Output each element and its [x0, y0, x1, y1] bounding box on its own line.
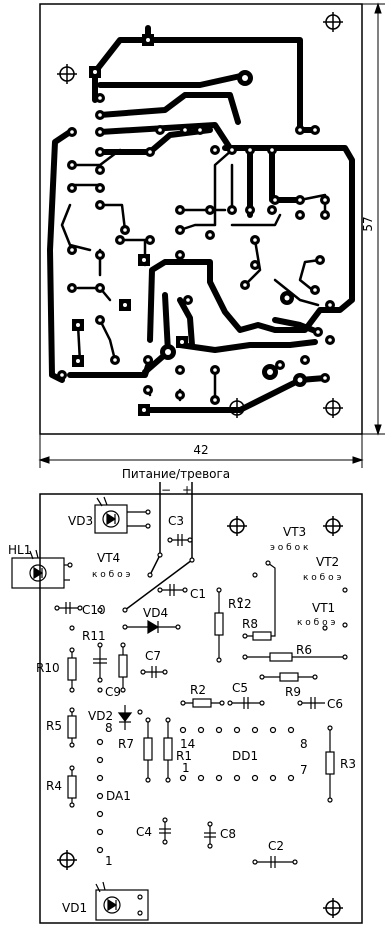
label-c3: C3	[168, 514, 184, 528]
label-r4: R4	[46, 779, 62, 793]
dd1-pin14: 14	[180, 737, 195, 751]
label-r5: R5	[46, 719, 62, 733]
r5-resistor	[67, 707, 77, 748]
c1-capacitor	[157, 584, 188, 596]
label-r10: R10	[36, 661, 60, 675]
label-r6: R6	[296, 643, 312, 657]
label-c9: C9	[105, 685, 121, 699]
r8-resistor	[242, 562, 276, 641]
connector-leads	[124, 482, 193, 611]
pcb-outline-bottom	[39, 493, 363, 924]
r1-resistor	[163, 717, 173, 783]
label-r11: R11	[82, 629, 106, 643]
connector-title: Питание/тревога	[122, 467, 230, 481]
vt1-pins: к о б о э	[297, 618, 335, 628]
label-r1: R1	[176, 749, 192, 763]
pcb-outline-top	[39, 3, 363, 435]
da1-ic-pads	[96, 738, 104, 854]
c2-capacitor	[252, 856, 298, 868]
c6-capacitor	[297, 697, 325, 709]
da1-pin8: 8	[105, 721, 113, 735]
vd1-led	[95, 881, 149, 921]
label-vt4: VT4	[97, 551, 120, 565]
c10-capacitor	[54, 602, 83, 614]
r4-resistor	[67, 765, 77, 808]
label-hl1: HL1	[8, 543, 31, 557]
vd4-diode	[122, 619, 181, 635]
c9-capacitor	[93, 642, 107, 683]
label-vt2: VT2	[316, 555, 339, 569]
label-r2: R2	[190, 683, 206, 697]
label-vd4: VD4	[143, 606, 168, 620]
r3-resistor	[325, 725, 335, 803]
label-r9: R9	[285, 685, 301, 699]
c5-capacitor	[227, 697, 265, 709]
label-vt1: VT1	[312, 601, 335, 615]
dimension-height-label: 57	[361, 216, 375, 231]
vt4-pins: к о б о э	[92, 570, 130, 580]
copper-pads	[57, 34, 335, 416]
mounting-holes-bottom	[57, 516, 343, 918]
pcb-copper-view: 57 42	[38, 2, 385, 468]
c7-capacitor	[140, 666, 168, 678]
hl1-led	[11, 549, 73, 589]
connector-plus: +	[182, 483, 192, 497]
vd3-led	[94, 496, 151, 534]
r6-resistor	[242, 652, 348, 662]
vt3-pins: э о б о к	[270, 543, 309, 553]
label-da1: DA1	[106, 789, 131, 803]
r2-resistor	[180, 698, 225, 708]
r9-resistor	[259, 672, 318, 682]
r7-resistor	[143, 717, 153, 783]
dimension-height	[362, 2, 385, 436]
label-r8: R8	[242, 617, 258, 631]
label-r3: R3	[340, 757, 356, 771]
c8-capacitor	[204, 821, 216, 849]
label-dd1: DD1	[232, 749, 258, 763]
vt2-pins: к о б о э	[303, 573, 341, 583]
label-vd1: VD1	[62, 901, 87, 915]
c3-capacitor	[167, 534, 193, 546]
misc-pads	[69, 552, 348, 715]
label-vd2: VD2	[88, 709, 113, 723]
r12-resistor	[214, 587, 224, 663]
label-c7: C7	[145, 649, 161, 663]
label-c2: C2	[268, 839, 284, 853]
r10-resistor	[67, 647, 77, 693]
dd1-pin1: 1	[182, 761, 190, 775]
label-c5: C5	[232, 681, 248, 695]
dd1-pin7: 7	[300, 763, 308, 777]
label-vt3: VT3	[283, 525, 306, 539]
c4-capacitor	[159, 817, 171, 845]
pcb-component-view: Питание/тревога − + VD3	[8, 467, 363, 924]
label-c10: C10	[82, 603, 106, 617]
da1-pin1: 1	[105, 854, 113, 868]
dimension-width	[38, 434, 364, 468]
dimension-width-label: 42	[193, 443, 208, 457]
mounting-holes-top	[57, 12, 343, 418]
label-r12: R12	[228, 597, 252, 611]
vd2-diode	[117, 705, 133, 730]
r11-resistor	[118, 642, 128, 693]
label-c1: C1	[190, 587, 206, 601]
dd1-ic-pads	[179, 726, 295, 782]
label-r7: R7	[118, 737, 134, 751]
dd1-pin8: 8	[300, 737, 308, 751]
label-vd3: VD3	[68, 514, 93, 528]
label-c6: C6	[327, 697, 343, 711]
label-c8: C8	[220, 827, 236, 841]
connector-minus: −	[161, 483, 171, 497]
label-c4: C4	[136, 825, 152, 839]
